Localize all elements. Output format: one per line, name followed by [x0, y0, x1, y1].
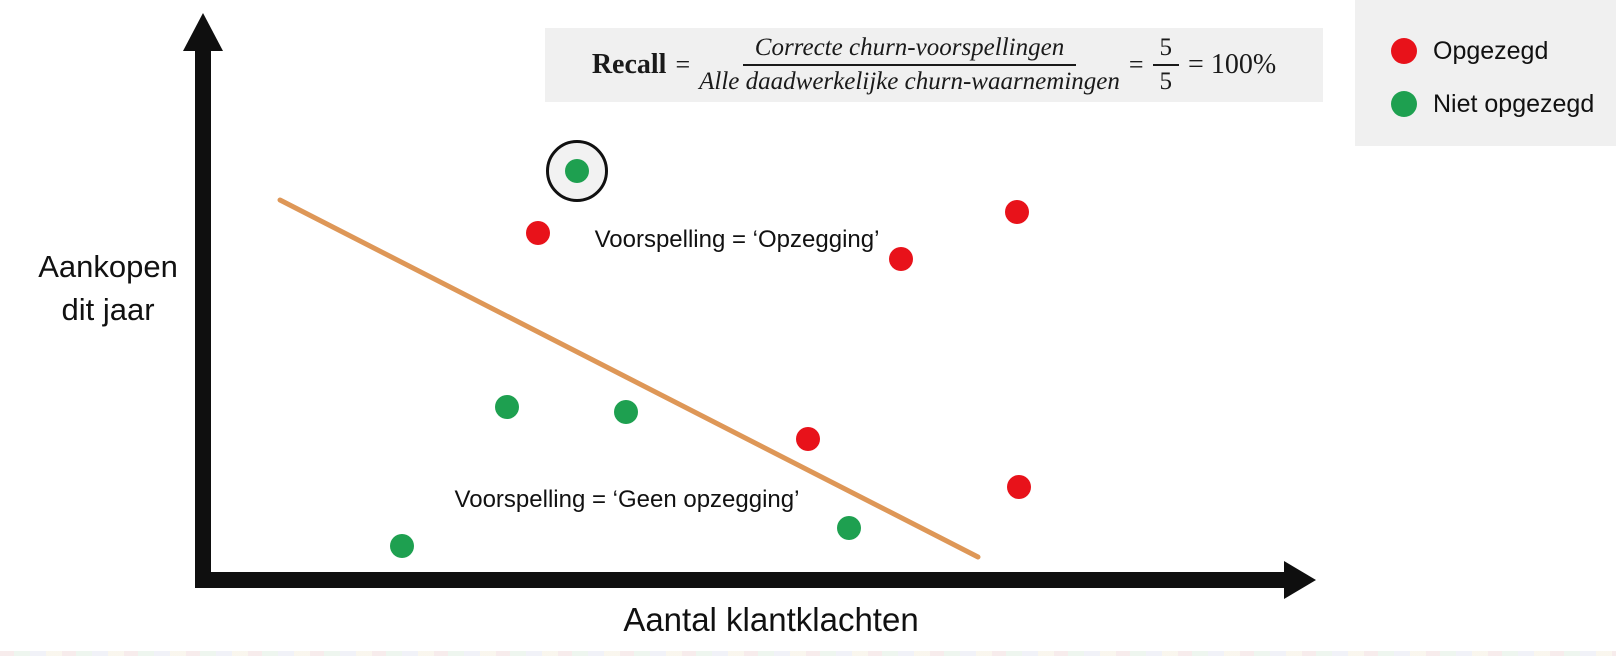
x-axis-line	[195, 572, 1284, 588]
data-point-niet-opgezegd	[495, 395, 519, 419]
x-axis-arrowhead-icon	[1284, 561, 1316, 599]
formula-numerator: Correcte churn-voorspellingen	[742, 33, 1077, 66]
formula-fraction: Correcte churn-voorspellingen Alle daadw…	[699, 33, 1120, 98]
legend: Opgezegd Niet opgezegd	[1355, 0, 1616, 146]
formula-value-numerator: 5	[1152, 33, 1180, 66]
data-point-niet-opgezegd	[837, 516, 861, 540]
data-point-opgezegd	[1005, 200, 1029, 224]
y-axis-arrowhead-icon	[183, 13, 223, 51]
formula-equals-sign-2: =	[1128, 50, 1144, 79]
y-axis-label: Aankopen dit jaar	[38, 249, 178, 327]
formula-value-denominator: 5	[1159, 68, 1173, 95]
data-point-opgezegd	[796, 427, 820, 451]
data-point-niet-opgezegd	[565, 159, 589, 183]
recall-formula-box: Recall = Correcte churn-voorspellingen A…	[545, 28, 1323, 102]
decision-boundary-line	[277, 197, 981, 560]
x-axis-label: Aantal klantklachten	[623, 601, 919, 638]
legend-green-dot-icon	[1391, 91, 1417, 117]
legend-item-opgezegd: Opgezegd	[1391, 36, 1616, 66]
formula-equals-sign: =	[675, 50, 691, 79]
data-point-niet-opgezegd	[614, 400, 638, 424]
region-label: Voorspelling = ‘Opzegging’	[594, 226, 880, 253]
data-point-opgezegd	[526, 221, 550, 245]
legend-item-niet-opgezegd: Niet opgezegd	[1391, 89, 1616, 119]
formula-result: = 100%	[1188, 49, 1277, 80]
y-axis-line	[195, 48, 211, 588]
data-point-niet-opgezegd	[390, 534, 414, 558]
formula-value-fraction: 5 5	[1152, 33, 1180, 98]
region-label: Voorspelling = ‘Geen opzegging’	[454, 486, 800, 513]
legend-label: Niet opgezegd	[1433, 89, 1595, 118]
compression-artifact-strip	[0, 651, 1616, 656]
formula-name: Recall	[591, 49, 667, 80]
legend-label: Opgezegd	[1433, 36, 1549, 65]
formula-denominator: Alle daadwerkelijke churn-waarnemingen	[699, 68, 1120, 95]
data-point-opgezegd	[1007, 475, 1031, 499]
legend-red-dot-icon	[1391, 38, 1417, 64]
data-point-opgezegd	[889, 247, 913, 271]
